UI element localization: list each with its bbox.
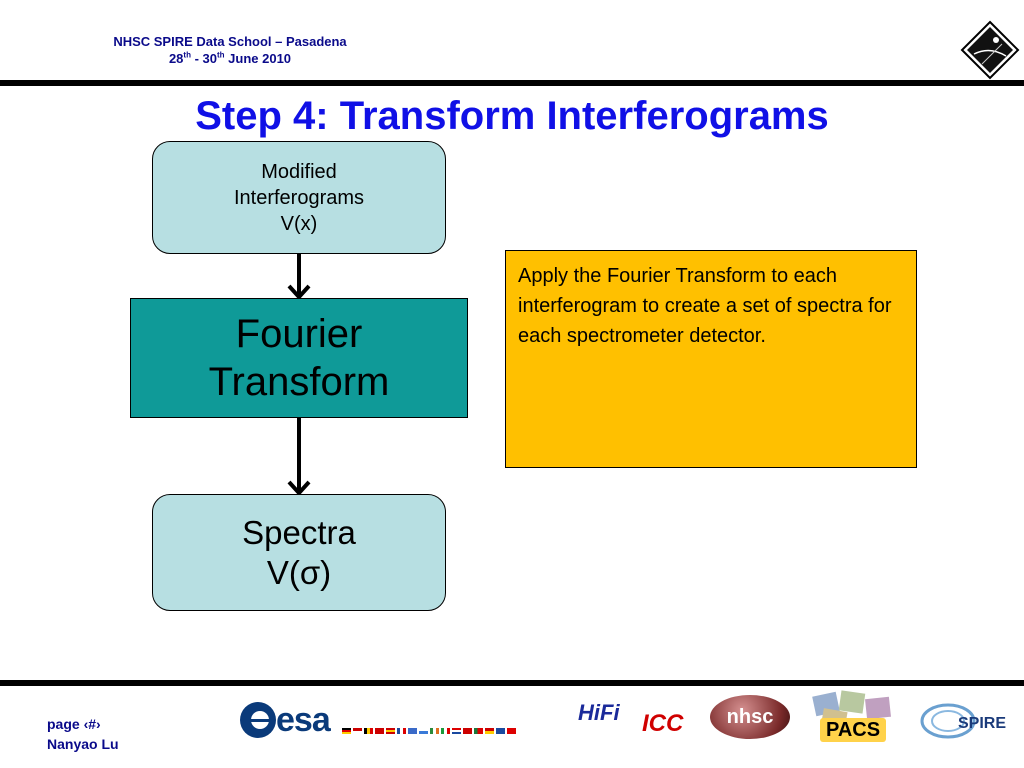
spectra-box: Spectra V(σ) [152,494,446,611]
date-sep: - 30 [190,51,217,66]
footer-rule [0,680,1024,686]
flag-icon [386,728,395,734]
page-number: page ‹#› [47,716,101,732]
flow-arrow-icon [287,254,311,300]
member-flags [342,728,516,734]
pacs-logo-icon [812,690,891,732]
flag-icon [419,728,428,734]
footer-text: page ‹#› Nanyao Lu [47,714,119,754]
box3-line1: Spectra [242,513,356,551]
hifi-logo-text: HiFi [578,700,620,725]
flag-icon [364,728,373,734]
esa-logo-icon [240,702,276,738]
header-dates: 28th - 30th June 2010 [70,50,390,67]
flag-icon [485,728,494,734]
flag-icon [507,728,516,734]
author-name: Nanyao Lu [47,736,119,752]
herschel-logo-icon [960,20,1020,80]
spire-logo-text: SPIRE [958,715,1006,732]
flag-icon [375,728,384,734]
box2-line1: Fourier [235,312,363,356]
box1-line2: Interferograms [233,186,365,209]
pacs-logo-text: PACS [820,718,887,742]
header-event-text: NHSC SPIRE Data School – Pasadena 28th -… [70,33,390,67]
flag-icon [452,728,461,734]
box3-line2: V(σ) [266,553,332,591]
date-end: June 2010 [224,51,292,66]
nhsc-logo: nhsc [710,695,790,739]
flag-icon [408,728,417,734]
date-sup2: th [216,50,225,60]
nhsc-logo-text: nhsc [726,705,774,728]
flag-icon [474,728,483,734]
flag-icon [496,728,505,734]
box1-line1: Modified [261,160,337,183]
flag-icon [463,728,472,734]
header-line1: NHSC SPIRE Data School – Pasadena [113,34,347,49]
header-rule [0,80,1024,86]
box1-line3: V(x) [280,212,318,235]
flag-icon [397,728,406,734]
fourier-transform-box: Fourier Transform [130,298,468,418]
slide-title: Step 4: Transform Interferograms [195,94,829,138]
flag-icon [353,728,362,734]
box2-line2: Transform [208,360,390,404]
flag-icon [441,728,450,734]
spire-logo-icon: SPIRE [920,703,1006,739]
date-sup1: th [183,50,191,60]
esa-logo-text: esa [276,701,331,739]
date-start: 28 [168,51,184,66]
icc-logo-text: ICC [642,710,684,737]
modified-interferograms-box: Modified Interferograms V(x) [152,141,446,254]
flag-icon [342,728,351,734]
flag-icon [430,728,439,734]
explanation-note: Apply the Fourier Transform to each inte… [505,250,917,468]
flow-arrow-icon [287,418,311,496]
